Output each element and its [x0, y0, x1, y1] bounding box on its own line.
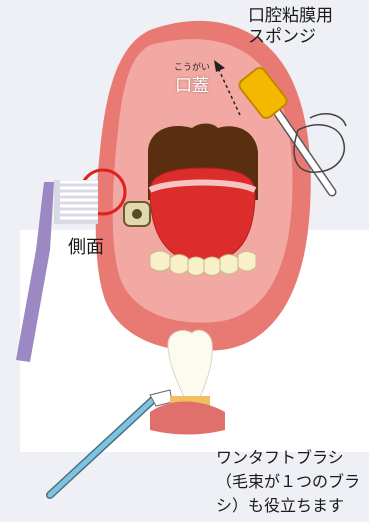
toothbrush-icon [16, 180, 98, 362]
side-label: 側面 [54, 237, 118, 260]
denture-clasp-icon [124, 202, 150, 226]
palate-label: 口蓋 [160, 76, 224, 97]
one-tuft-brush-label: ワンタフトブラシ（毛束が１つのブラシ）も役立ちます [216, 446, 366, 518]
sponge-label: 口腔粘膜用 スポンジ [248, 6, 366, 49]
one-tuft-brush-icon [50, 390, 172, 495]
palate-ruby: こうがい [162, 63, 222, 74]
